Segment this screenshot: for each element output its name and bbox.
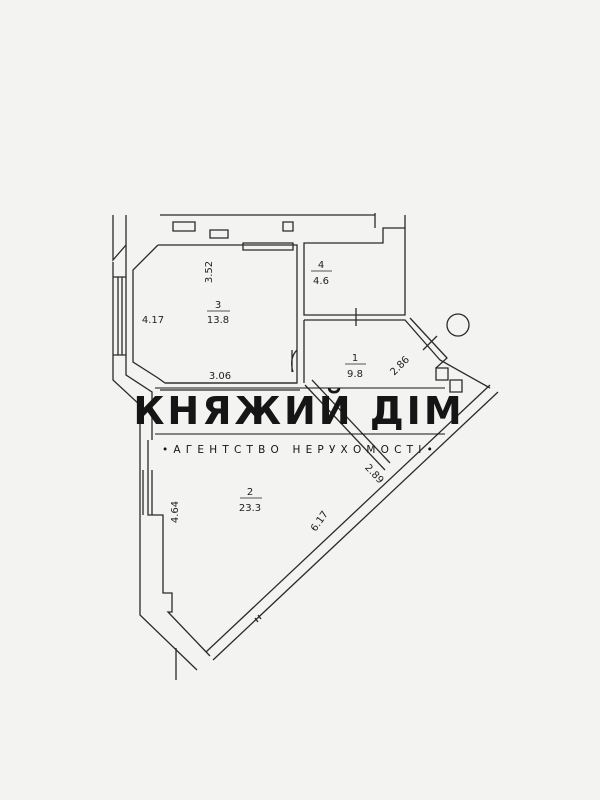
watermark-tagline: •АГЕНТСТВО НЕРУХОМОСТІ•	[162, 444, 438, 456]
dimension-306: 3.06	[209, 371, 231, 382]
room-2-number: 2	[247, 487, 253, 498]
room-4-outline	[303, 227, 406, 316]
room-3-area: 13.8	[207, 315, 229, 326]
room-4-area: 4.6	[313, 276, 329, 287]
dimension-417: 4.17	[142, 315, 164, 326]
dimension-464: 4.64	[170, 501, 181, 523]
room-1-area: 9.8	[347, 369, 363, 380]
watermark-brand: КНЯЖИЙ ДІМ	[133, 389, 464, 433]
room-2-outer-wall	[205, 384, 499, 661]
watermark: КНЯЖИЙ ДІМ •АГЕНТСТВО НЕРУХОМОСТІ•	[133, 387, 464, 456]
room-3-number: 3	[215, 300, 221, 311]
dimension-286: 2.86	[388, 354, 412, 378]
room-3-outline	[132, 244, 298, 384]
dimension-352: 3.52	[204, 261, 215, 283]
walls	[112, 213, 499, 680]
room-1-outline	[304, 319, 491, 389]
room-1-number: 1	[352, 353, 358, 364]
room-4-number: 4	[318, 260, 324, 271]
room-2-area: 23.3	[239, 503, 261, 514]
column-marker	[446, 313, 470, 337]
room-2-outline	[147, 440, 211, 657]
dimension-617: 6.17	[309, 509, 331, 534]
